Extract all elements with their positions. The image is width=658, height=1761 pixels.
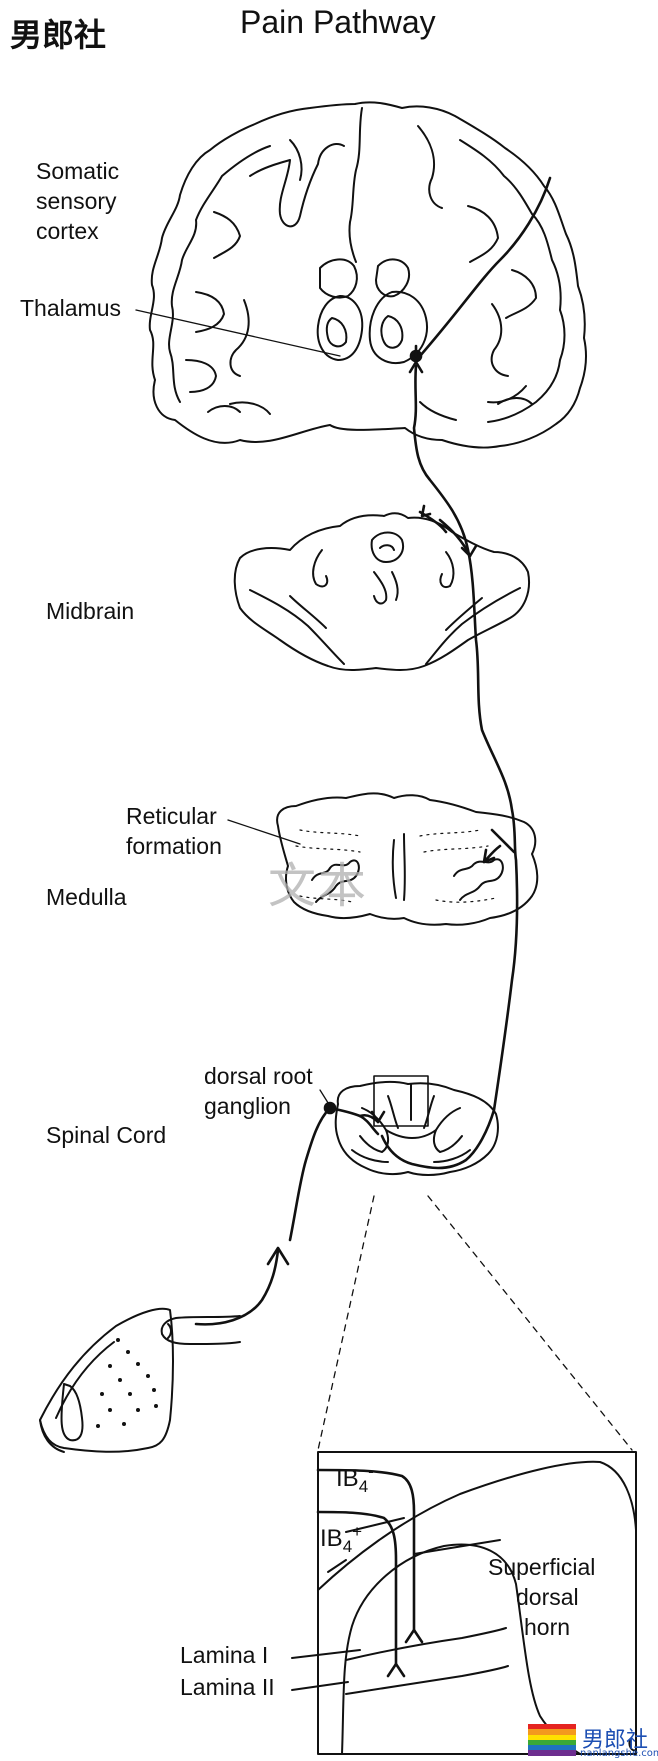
logo-url: nanlangshe.com <box>580 1748 658 1759</box>
primary-afferent <box>194 1101 386 1326</box>
label-cortex: cortex <box>36 218 99 244</box>
label-medulla: Medulla <box>46 884 127 910</box>
leader-lines <box>135 309 341 1107</box>
label-midbrain: Midbrain <box>46 598 135 624</box>
ib4-minus-sub: 4 <box>358 1476 369 1496</box>
label-ganglion: ganglion <box>204 1093 291 1119</box>
label-spinal-cord: Spinal Cord <box>46 1122 167 1148</box>
label-lamina-2: Lamina II <box>180 1674 275 1700</box>
label-superficial: Superficial <box>488 1554 596 1580</box>
label-reticular: Reticular <box>126 803 217 829</box>
ib4-plus-sup: + <box>352 1522 363 1541</box>
zoom-lines <box>317 1195 633 1451</box>
rainbow-flag-icon <box>528 1724 576 1756</box>
brain-coronal-section <box>148 101 588 449</box>
ib4-minus-base: IB <box>336 1465 359 1492</box>
ascending-pathway <box>380 176 552 1170</box>
ib4-plus-base: IB <box>320 1525 343 1552</box>
spinal-cord-section <box>334 1075 499 1176</box>
label-lamina-1: Lamina I <box>180 1642 269 1668</box>
label-dorsal: dorsal <box>516 1584 579 1610</box>
logo-text: 男郎社 <box>582 1728 649 1753</box>
label-thalamus: Thalamus <box>20 295 121 321</box>
label-ib4-minus: IB4- <box>336 1462 374 1497</box>
label-formation: formation <box>126 833 222 859</box>
dorsal-horn-inset <box>291 1451 637 1755</box>
label-dorsal-root: dorsal root <box>204 1063 313 1089</box>
midbrain-section <box>233 512 530 671</box>
watermark-text: 文本 <box>268 858 369 914</box>
brand-logo-text: 男郎社 <box>10 16 107 54</box>
ib4-plus-sub: 4 <box>342 1536 353 1556</box>
label-ib4-plus: IB4+ <box>320 1522 362 1557</box>
diagram-title: Pain Pathway <box>240 4 436 40</box>
label-horn: horn <box>524 1614 571 1640</box>
ib4-minus-sup: - <box>368 1462 374 1481</box>
hand-iron-illustration <box>39 1307 241 1453</box>
label-somatic: Somatic <box>36 158 120 184</box>
label-sensory: sensory <box>36 188 117 214</box>
medulla-section <box>276 792 539 926</box>
